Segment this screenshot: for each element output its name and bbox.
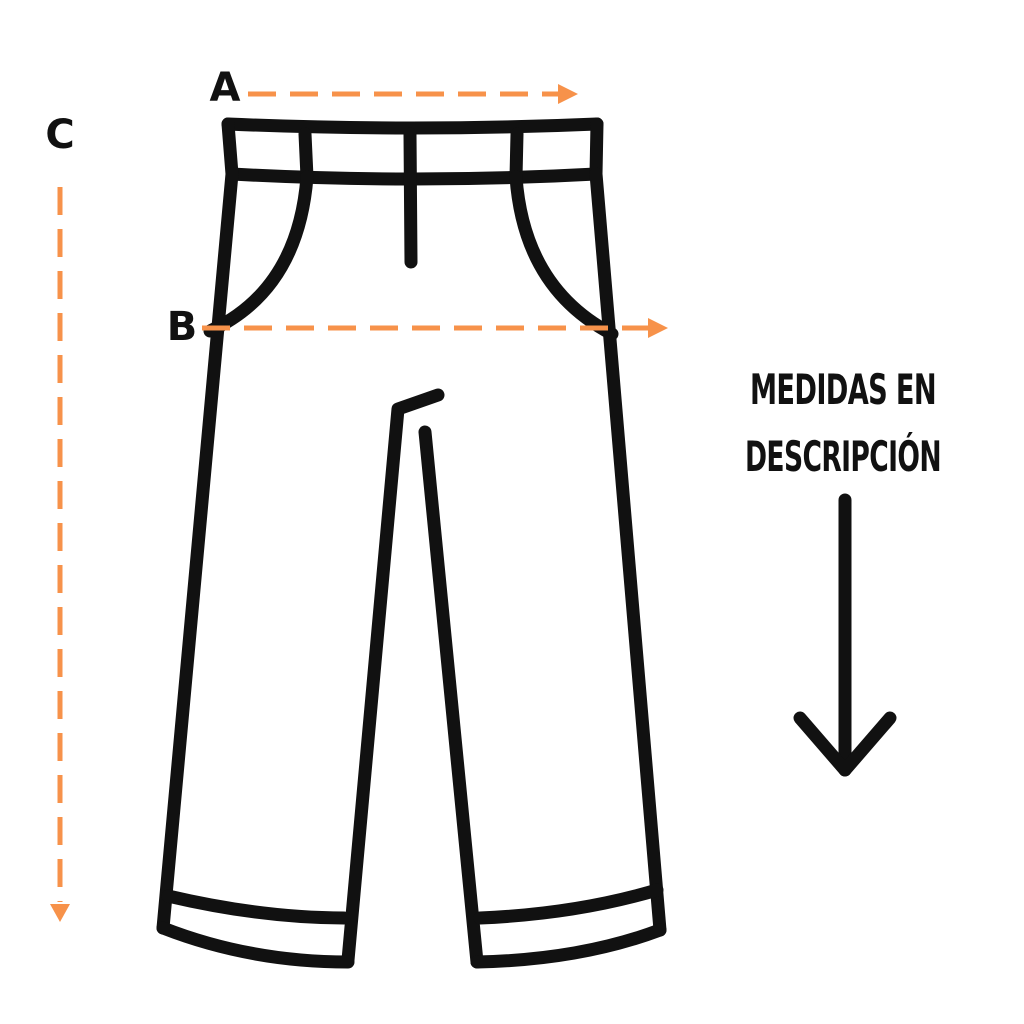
label-a: A [210, 65, 241, 111]
label-b: B [167, 304, 198, 350]
measure-c-line [50, 187, 70, 922]
arrow-down-icon [793, 493, 897, 777]
measure-b-line [202, 318, 668, 338]
label-c: C [45, 112, 74, 158]
note-line-1: MEDIDAS EN [750, 365, 936, 414]
measure-a-line [248, 84, 578, 104]
pants-outline-icon [156, 117, 667, 969]
note-line-2: DESCRIPCIÓN [745, 431, 941, 481]
